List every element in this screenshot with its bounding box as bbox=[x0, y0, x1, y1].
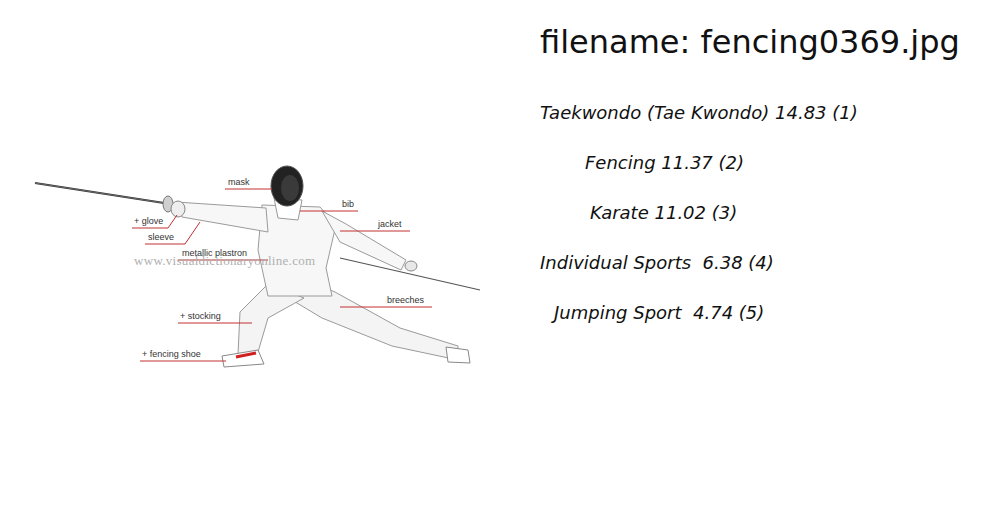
back-shoe bbox=[446, 347, 470, 363]
leader-lines bbox=[132, 189, 432, 361]
leader-line bbox=[140, 361, 226, 362]
part-label: jacket bbox=[378, 219, 402, 229]
body-cord bbox=[340, 258, 480, 290]
part-label: bib bbox=[342, 199, 354, 209]
glove bbox=[171, 201, 185, 217]
leader-line bbox=[178, 323, 252, 324]
sword-blade bbox=[35, 183, 164, 203]
part-label: mask bbox=[228, 177, 250, 187]
front-arm bbox=[176, 202, 268, 232]
leader-line bbox=[340, 307, 432, 308]
part-label: + stocking bbox=[180, 311, 221, 321]
part-label: + fencing shoe bbox=[142, 349, 201, 359]
sword-blade-edge bbox=[35, 183, 164, 203]
leader-line bbox=[225, 189, 272, 190]
prediction-line: Fencing 11.37 (2) bbox=[585, 153, 744, 174]
back-hand bbox=[405, 261, 417, 271]
mask bbox=[271, 166, 303, 206]
leader-line bbox=[300, 211, 358, 212]
shoe-stripe bbox=[236, 353, 256, 357]
front-shoe bbox=[222, 350, 264, 367]
back-arm bbox=[322, 211, 406, 270]
leader-line bbox=[132, 215, 177, 228]
filename-title: filename: fencing0369.jpg bbox=[540, 24, 960, 61]
watermark: www.visualdictionaryonline.com bbox=[134, 254, 315, 269]
prediction-line: Individual Sports 6.38 (4) bbox=[540, 253, 774, 274]
mask-mesh bbox=[281, 175, 299, 201]
prediction-line: Jumping Sport 4.74 (5) bbox=[554, 303, 764, 324]
part-label: sleeve bbox=[148, 232, 174, 242]
prediction-line: Taekwondo (Tae Kwondo) 14.83 (1) bbox=[540, 103, 858, 124]
leader-line bbox=[340, 231, 410, 232]
prediction-line: Karate 11.02 (3) bbox=[590, 203, 737, 224]
part-label: + glove bbox=[134, 216, 163, 226]
part-label: breeches bbox=[387, 295, 424, 305]
